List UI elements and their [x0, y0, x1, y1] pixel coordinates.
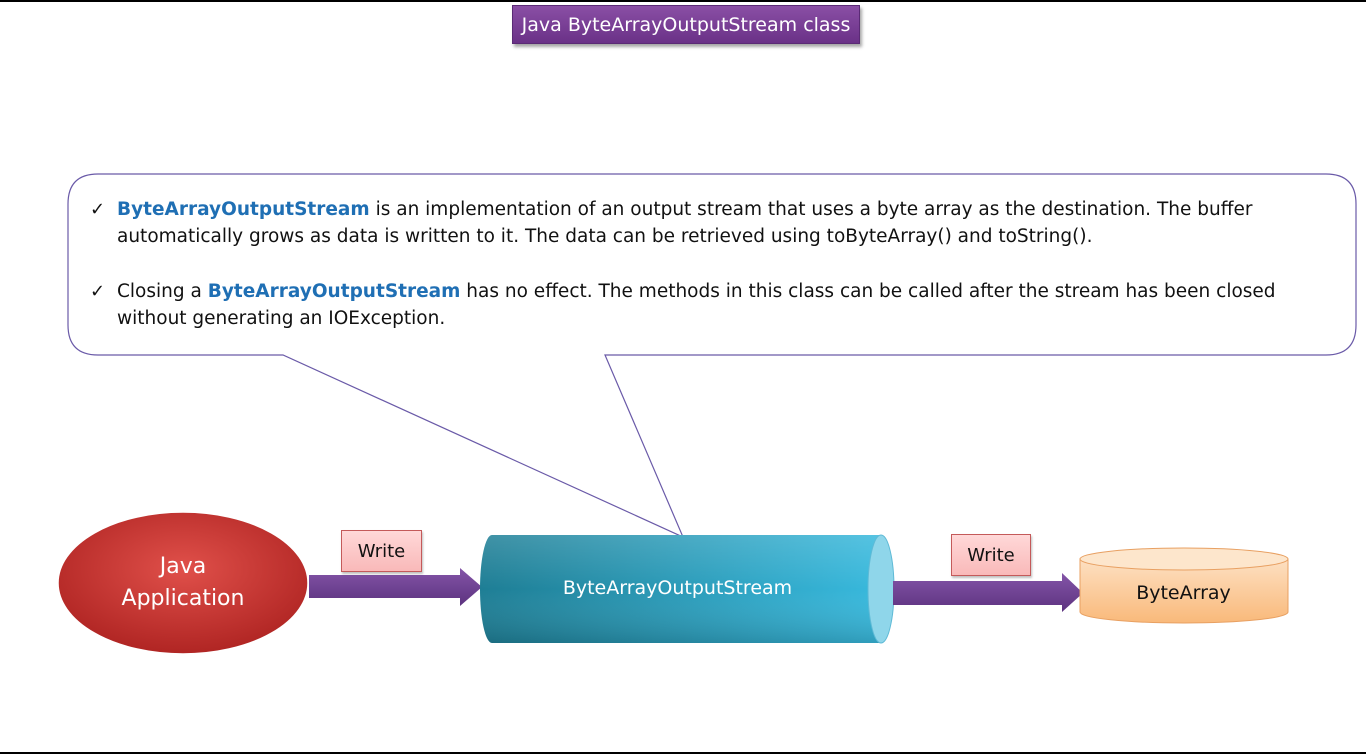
- bullet-item: ✓ ByteArrayOutputStream is an implementa…: [90, 196, 1330, 250]
- java-application-line2: Application: [121, 586, 245, 611]
- write-label-2: Write: [951, 534, 1031, 576]
- java-application-line1: Java: [159, 554, 207, 579]
- bullet-keyword: ByteArrayOutputStream: [117, 199, 370, 220]
- bullet-text: is an implementation of an output stream…: [117, 199, 1253, 247]
- top-border: [0, 0, 1366, 2]
- bullet-prefix: Closing a: [117, 281, 208, 302]
- arrow-stream-to-bytearray: [893, 573, 1083, 612]
- bottom-border: [0, 752, 1366, 754]
- stream-label: ByteArrayOutputStream: [562, 577, 793, 599]
- java-application-label: Java Application: [58, 512, 308, 654]
- write-label-1: Write: [341, 530, 422, 572]
- bullet-item: ✓ Closing a ByteArrayOutputStream has no…: [90, 278, 1330, 332]
- bytearray-label: ByteArray: [1136, 582, 1231, 604]
- java-application-node: [57, 511, 309, 655]
- diagram-title: Java ByteArrayOutputStream class: [512, 5, 860, 44]
- checkmark-icon: ✓: [90, 199, 106, 220]
- bytearray-drum: [1079, 547, 1289, 624]
- callout-bubble: [67, 173, 1357, 539]
- bullet-text: has no effect. The methods in this class…: [117, 281, 1276, 329]
- checkmark-icon: ✓: [90, 281, 106, 302]
- stream-cylinder: [480, 534, 895, 644]
- callout-text: ✓ ByteArrayOutputStream is an implementa…: [90, 196, 1330, 360]
- bullet-keyword: ByteArrayOutputStream: [207, 281, 461, 302]
- arrow-app-to-stream: [309, 568, 482, 606]
